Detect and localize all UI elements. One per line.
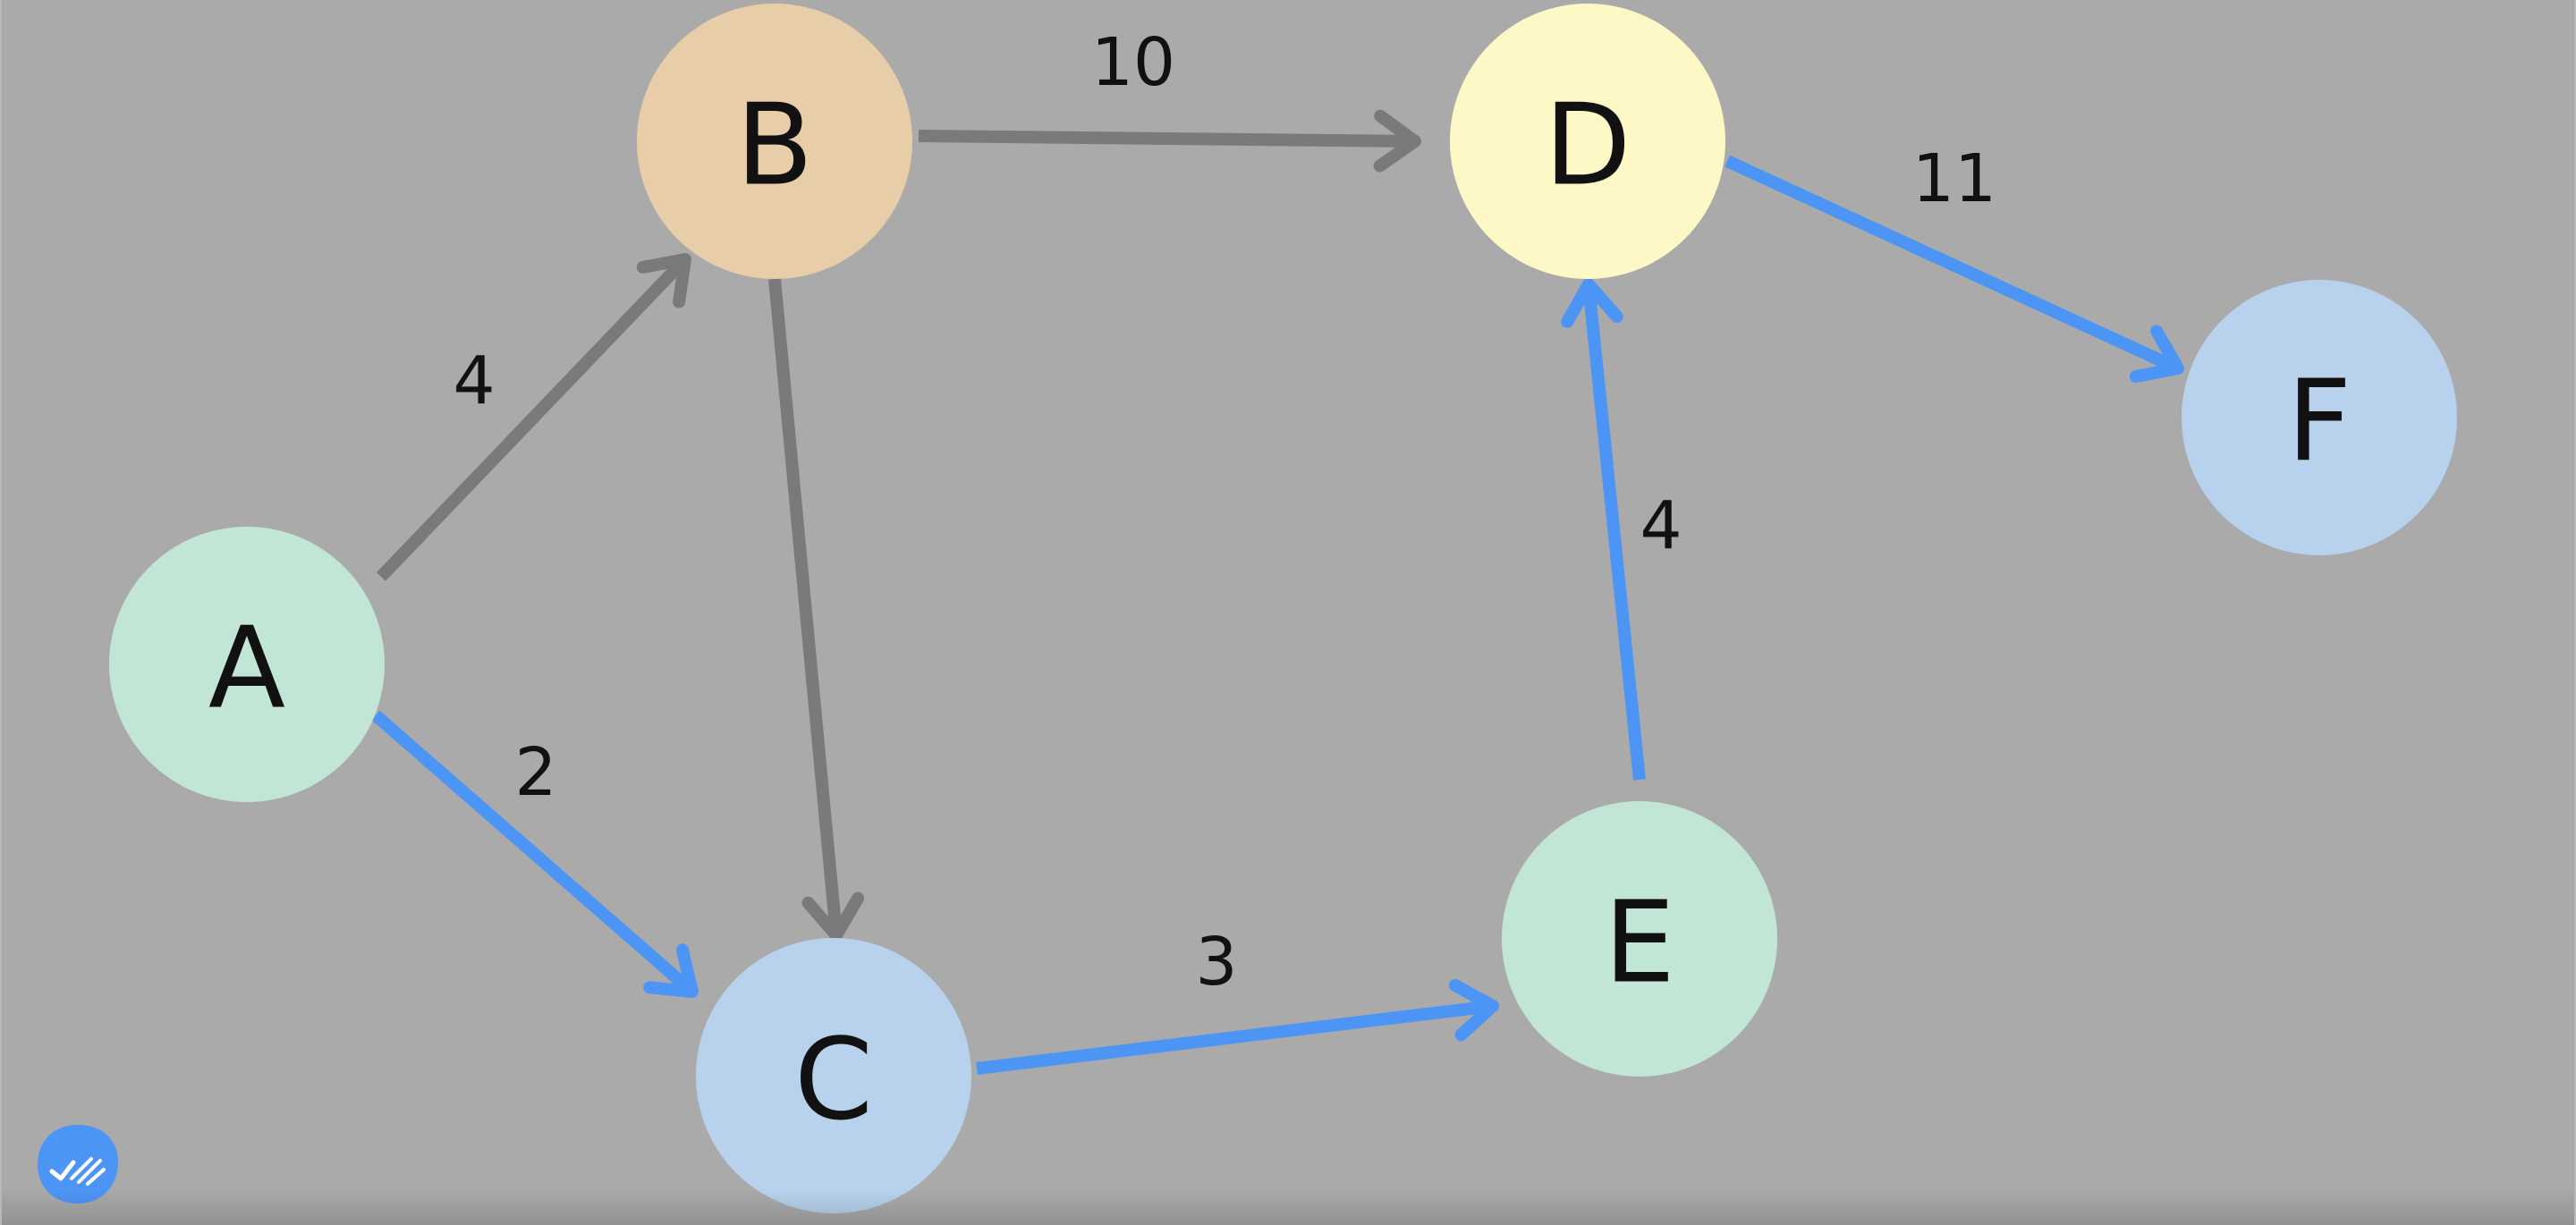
node-label: B — [736, 80, 813, 211]
edge-a-b — [376, 253, 691, 581]
edges-layer — [371, 109, 2184, 1075]
arrowhead-icon — [2129, 325, 2184, 383]
edge-line — [976, 1000, 1494, 1075]
edge-weight-b-d: 10 — [1091, 24, 1175, 101]
edge-e-d — [1561, 278, 1646, 781]
node-circle — [696, 938, 971, 1213]
edge-line — [1582, 283, 1646, 781]
edge-line — [1724, 155, 2181, 375]
node-c: C — [696, 938, 971, 1213]
node-circle — [1502, 801, 1777, 1077]
nodes-layer: A B C D E F — [109, 4, 2457, 1213]
edge-weight-a-c: 2 — [514, 734, 556, 811]
arrowhead-icon — [643, 943, 699, 998]
node-circle — [637, 4, 912, 279]
edge-weight-d-f: 11 — [1912, 140, 1996, 217]
node-label: C — [794, 1014, 873, 1145]
arrowhead-icon — [1561, 278, 1623, 328]
double-check-icon — [38, 1125, 118, 1204]
edge-weight-c-e: 3 — [1195, 924, 1237, 1001]
edge-line — [768, 278, 843, 936]
arrowhead-icon — [1448, 979, 1499, 1042]
node-label: E — [1604, 877, 1675, 1009]
edge-c-e — [976, 979, 1499, 1075]
node-circle — [109, 527, 385, 802]
arrowhead-icon — [1373, 109, 1421, 173]
arrowhead-icon — [801, 891, 865, 942]
edge-weight-a-b: 4 — [453, 342, 495, 419]
edge-b-d — [918, 109, 1421, 173]
edge-b-c — [768, 278, 865, 942]
edge-d-f — [1724, 155, 2184, 383]
node-label: D — [1544, 80, 1631, 211]
node-circle — [2182, 280, 2457, 555]
node-circle — [1450, 4, 1725, 279]
node-f: F — [2182, 280, 2457, 555]
node-a: A — [109, 527, 385, 802]
node-b: B — [637, 4, 912, 279]
edge-weight-e-d: 4 — [1640, 487, 1682, 564]
edge-a-c — [371, 710, 699, 998]
edge-line — [376, 255, 691, 581]
node-label: F — [2287, 356, 2351, 487]
node-e: E — [1502, 801, 1777, 1077]
node-label: A — [208, 603, 285, 734]
arrowhead-icon — [636, 253, 691, 308]
edge-labels-layer: 4 2 10 3 4 11 — [453, 24, 1996, 1001]
edge-line — [371, 710, 697, 997]
edge-line — [918, 130, 1416, 148]
badge-button[interactable] — [36, 1123, 120, 1205]
node-d: D — [1450, 4, 1725, 279]
